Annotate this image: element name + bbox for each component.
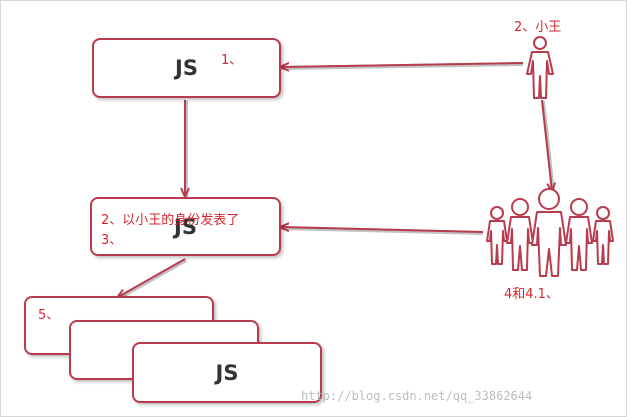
arrow-middle-to-stack bbox=[118, 258, 187, 300]
annotation-publish-as-user: 2、以小王的身份发表了 bbox=[101, 213, 240, 228]
annotation-step1: 1、 bbox=[221, 53, 243, 68]
annotation-step5: 5、 bbox=[38, 308, 60, 323]
annotation-step4: 4和4.1、 bbox=[504, 287, 559, 302]
annotation-step3: 3、 bbox=[101, 233, 123, 248]
arrow-user-to-top-js bbox=[281, 63, 524, 68]
arrow-crowd-to-middle-js bbox=[281, 227, 484, 235]
js-box-stack-front: JS bbox=[132, 342, 322, 403]
arrow-user-to-crowd bbox=[541, 99, 553, 192]
annotation-user: 2、小王 bbox=[514, 20, 562, 35]
js-box-middle: JS bbox=[90, 197, 281, 256]
arrow-top-to-middle-js bbox=[185, 100, 186, 197]
user-icon bbox=[526, 36, 554, 99]
watermark-text: http://blog.csdn.net/qq_33862644 bbox=[301, 389, 533, 403]
js-box-top: JS bbox=[92, 38, 281, 98]
crowd-icon bbox=[486, 188, 614, 277]
